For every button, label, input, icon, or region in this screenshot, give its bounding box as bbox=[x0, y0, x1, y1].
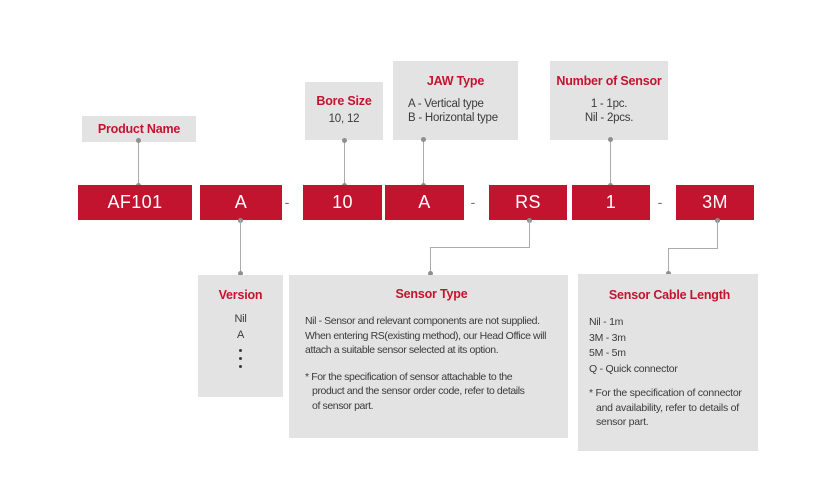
sensor-type-description-line: When entering RS(existing method), our H… bbox=[305, 329, 547, 342]
product-name-callout: Product Name bbox=[82, 116, 196, 142]
code-segment-sensor-cable-length: 3M bbox=[676, 185, 754, 220]
sensor-cable-length-option: Q - Quick connector bbox=[589, 362, 678, 375]
sensor-cable-length-note-line: * For the specification of connector bbox=[589, 387, 742, 399]
connector-line bbox=[430, 247, 431, 274]
connector-dot bbox=[428, 271, 433, 276]
connector-dot bbox=[421, 137, 426, 142]
sensor-type-title: Sensor Type bbox=[395, 287, 468, 301]
connector-dot bbox=[136, 138, 141, 143]
jaw-type-option: B - Horizontal type bbox=[408, 112, 498, 124]
connector-line bbox=[138, 141, 139, 185]
number-of-sensor-option: Nil - 2pcs. bbox=[584, 112, 634, 124]
jaw-type-options: A - Vertical type B - Horizontal type bbox=[408, 97, 518, 125]
bore-size-values: 10, 12 bbox=[328, 113, 360, 125]
sensor-cable-length-note-line: and availability, refer to details of bbox=[596, 401, 739, 414]
connector-line bbox=[240, 220, 241, 275]
connector-line bbox=[668, 248, 669, 274]
code-segment-jaw-type: A bbox=[385, 185, 464, 220]
sensor-cable-length-option: Nil - 1m bbox=[589, 316, 624, 328]
jaw-type-title: JAW Type bbox=[426, 74, 485, 88]
sensor-type-note: * For the specification of sensor attach… bbox=[305, 370, 558, 414]
sensor-cable-length-option: 3M - 3m bbox=[589, 331, 626, 344]
sensor-type-description-line: attach a suitable sensor selected at its… bbox=[305, 344, 499, 356]
number-of-sensor-options: 1 - 1pc. Nil - 2pcs. bbox=[550, 97, 668, 125]
version-option: A bbox=[236, 329, 245, 341]
connector-dot bbox=[238, 271, 243, 276]
sensor-type-note-line: of sensor part. bbox=[312, 399, 374, 412]
vertical-ellipsis-icon bbox=[198, 349, 283, 368]
sensor-cable-length-note: * For the specification of connector and… bbox=[589, 386, 750, 430]
connector-dot bbox=[608, 137, 613, 142]
bore-size-callout: Bore Size 10, 12 bbox=[305, 82, 383, 140]
code-segment-version: A bbox=[200, 185, 282, 220]
code-separator: - bbox=[284, 194, 290, 210]
sensor-cable-length-note-line: sensor part. bbox=[596, 416, 649, 428]
sensor-type-description: Nil - Sensor and relevant components are… bbox=[305, 314, 558, 413]
code-separator: - bbox=[470, 194, 476, 210]
product-name-title: Product Name bbox=[97, 122, 181, 136]
connector-line bbox=[529, 220, 530, 248]
version-callout: Version Nil A bbox=[198, 275, 283, 397]
jaw-type-callout: JAW Type A - Vertical type B - Horizonta… bbox=[393, 61, 518, 140]
number-of-sensor-callout: Number of Sensor 1 - 1pc. Nil - 2pcs. bbox=[550, 61, 668, 140]
code-segment-product: AF101 bbox=[78, 185, 192, 220]
version-option: Nil bbox=[234, 313, 247, 325]
sensor-cable-length-option: 5M - 5m bbox=[589, 347, 626, 359]
connector-line bbox=[668, 248, 718, 249]
connector-line bbox=[423, 140, 424, 185]
sensor-type-note-line: * For the specification of sensor attach… bbox=[305, 370, 513, 383]
connector-dot bbox=[342, 138, 347, 143]
bore-size-title: Bore Size bbox=[316, 94, 372, 108]
code-segment-number-of-sensor: 1 bbox=[572, 185, 650, 220]
ellipsis-dot bbox=[239, 349, 242, 352]
connector-dot bbox=[666, 271, 671, 276]
version-options: Nil A bbox=[198, 311, 283, 343]
number-of-sensor-option: 1 - 1pc. bbox=[590, 98, 628, 110]
sensor-cable-length-title: Sensor Cable Length bbox=[608, 288, 731, 302]
number-of-sensor-title: Number of Sensor bbox=[556, 74, 662, 88]
connector-line bbox=[344, 141, 345, 185]
connector-line bbox=[430, 247, 530, 248]
connector-line bbox=[610, 140, 611, 185]
sensor-cable-length-options: Nil - 1m 3M - 3m 5M - 5m Q - Quick conne… bbox=[589, 315, 750, 377]
connector-line bbox=[717, 220, 718, 249]
code-segment-sensor-type: RS bbox=[489, 185, 567, 220]
sensor-type-note-line: product and the sensor order code, refer… bbox=[312, 385, 525, 397]
jaw-type-option: A - Vertical type bbox=[408, 98, 484, 110]
code-segment-bore-size: 10 bbox=[303, 185, 382, 220]
version-title: Version bbox=[218, 288, 263, 302]
ellipsis-dot bbox=[239, 357, 242, 360]
ellipsis-dot bbox=[239, 365, 242, 368]
sensor-cable-length-callout: Sensor Cable Length Nil - 1m 3M - 3m 5M … bbox=[578, 274, 758, 451]
sensor-type-callout: Sensor Type Nil - Sensor and relevant co… bbox=[289, 275, 568, 438]
code-separator: - bbox=[657, 194, 663, 210]
sensor-type-description-line: Nil - Sensor and relevant components are… bbox=[305, 315, 540, 327]
